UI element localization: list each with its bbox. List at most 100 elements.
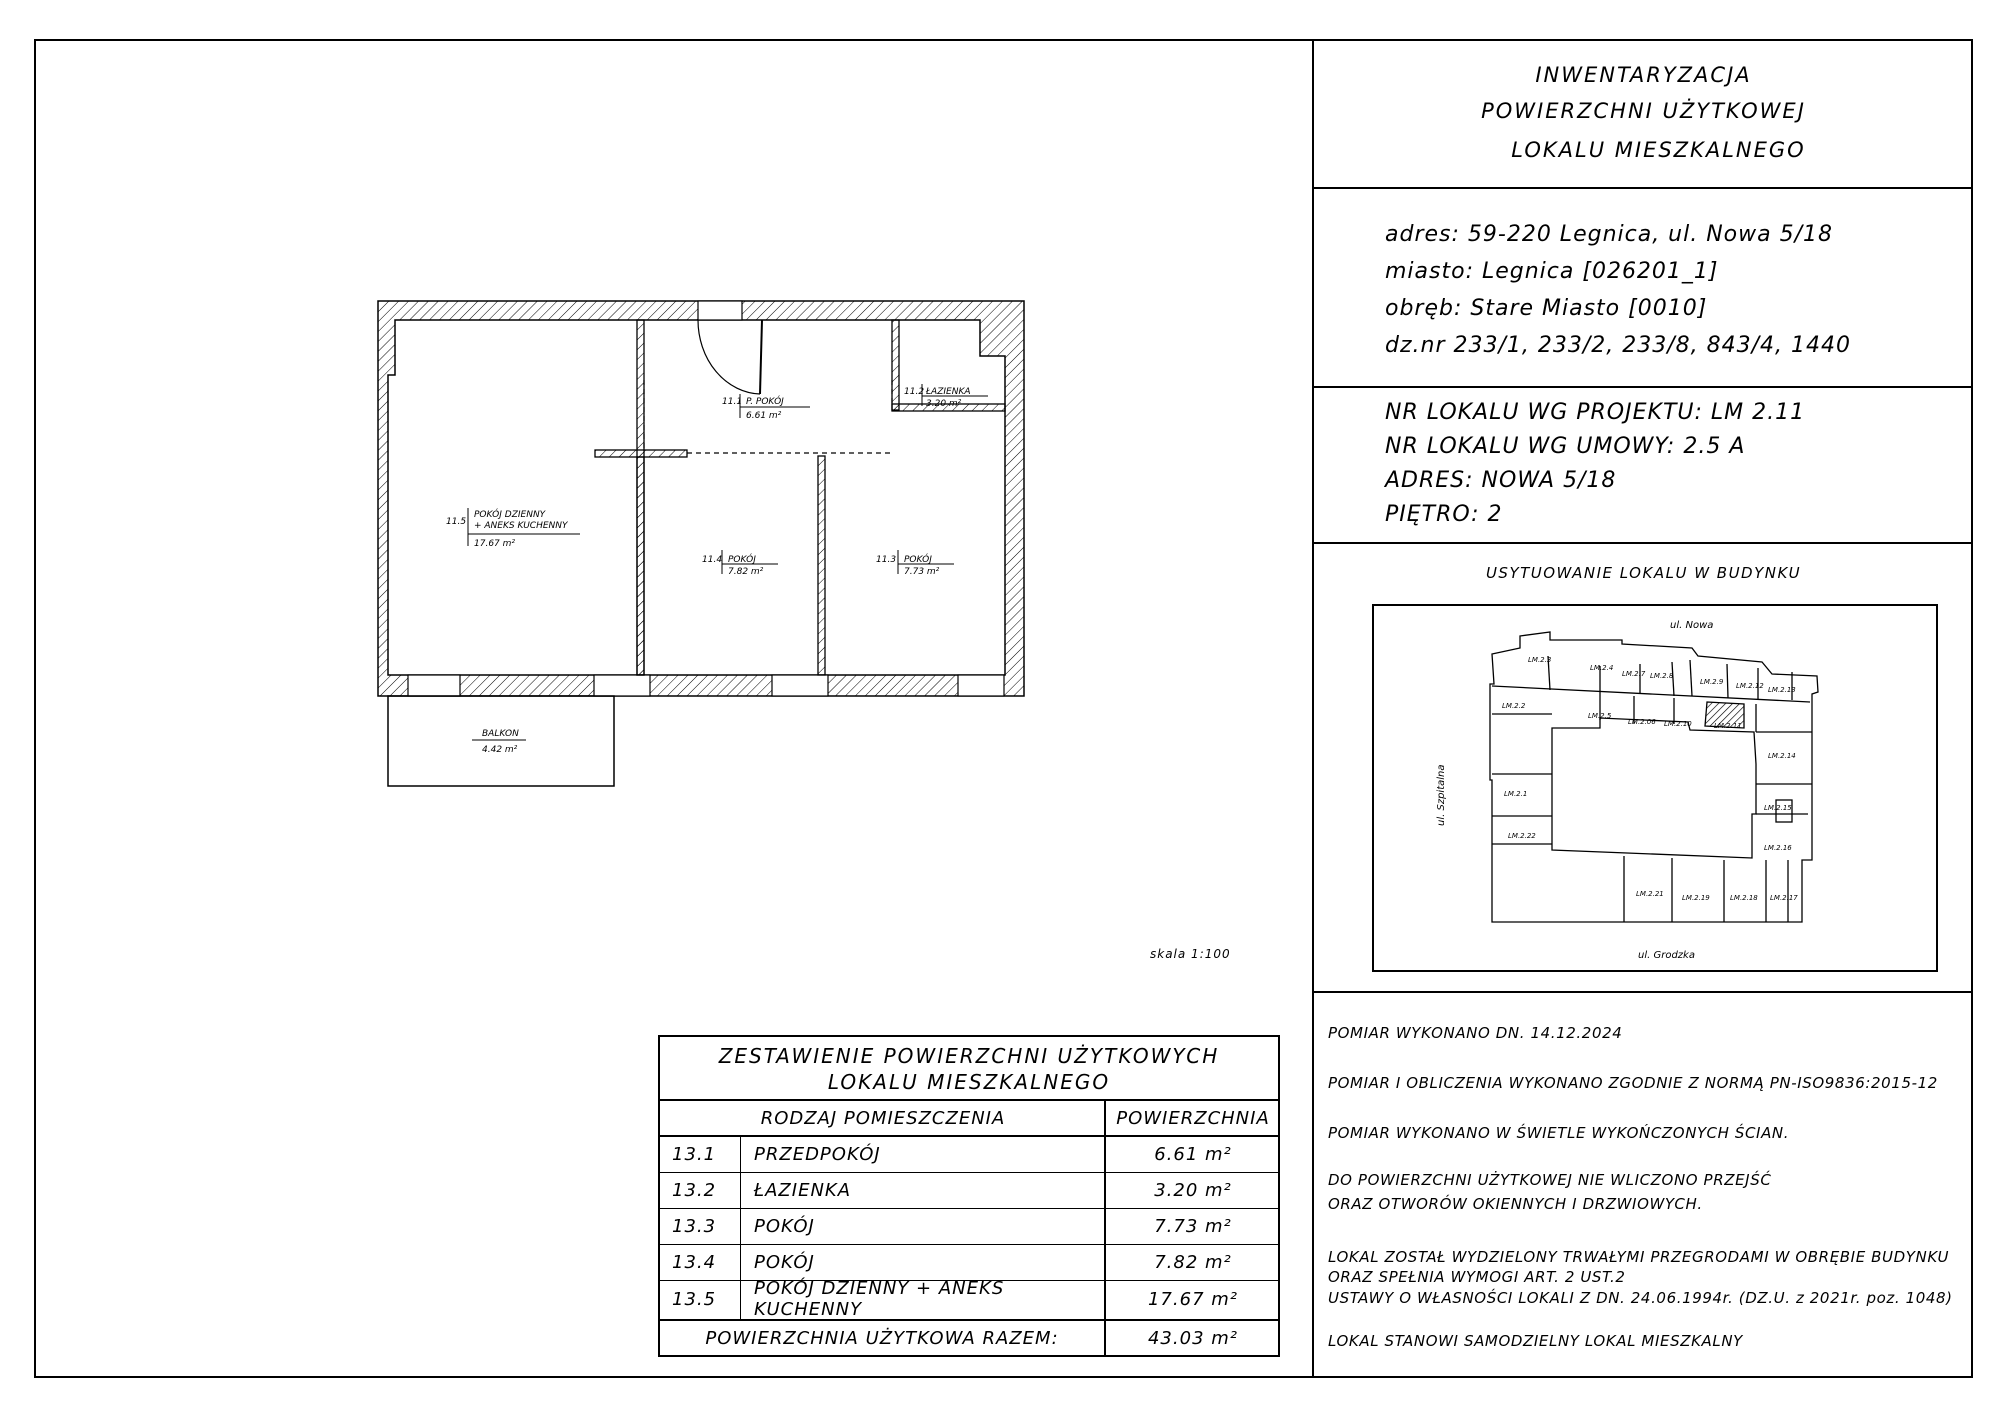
address-line: adres: 59-220 Legnica, ul. Nowa 5/18 [1385, 222, 1834, 247]
column-rule [740, 1137, 741, 1319]
unit-label: LM.2.16 [1764, 844, 1792, 852]
door-swing [697, 319, 761, 395]
title-line-2: POWIERZCHNI UŻYTKOWEJ [1481, 99, 1806, 123]
unit-label: LM.2.18 [1730, 894, 1758, 902]
row-number: 13.3 [672, 1216, 717, 1237]
title-line-1: INWENTARYZACJA [1535, 63, 1752, 87]
balcony-label: BALKON 4.42 m² [472, 729, 526, 755]
unit-label: LM.2.10 [1664, 720, 1692, 728]
row-number: 13.1 [672, 1144, 717, 1165]
svg-text:11.2: 11.2 [904, 387, 924, 397]
header-room-type: RODZAJ POMIESZCZENIA [760, 1107, 1006, 1129]
svg-text:ŁAZIENKA: ŁAZIENKA [925, 387, 971, 397]
unit-label: LM.2.7 [1622, 670, 1646, 678]
summary-total: POWIERZCHNIA UŻYTKOWA RAZEM: 43.03 m² [660, 1319, 1278, 1355]
unit-label: LM.2.8 [1650, 672, 1674, 680]
table-row: 13.1 PRZEDPOKÓJ 6.61 m² [660, 1137, 1278, 1173]
unit-label: LM.2.12 [1736, 682, 1764, 690]
svg-text:7.82 m²: 7.82 m² [728, 567, 764, 577]
note-legal-1: LOKAL ZOSTAŁ WYDZIELONY TRWAŁYMI PRZEGRO… [1328, 1248, 1950, 1266]
header-area: POWIERZCHNIA [1116, 1107, 1270, 1129]
row-number: 13.2 [672, 1180, 717, 1201]
unit-label: LM.2.5 [1588, 712, 1612, 720]
note-standard: POMIAR I OBLICZENIA WYKONANO ZGODNIE Z N… [1328, 1074, 1938, 1092]
unit-labels: LM.2.3 LM.2.4 LM.2.7 LM.2.8 LM.2.9 LM.2.… [1502, 656, 1798, 902]
site-plan: ul. Nowa ul. Grodzka ul. Szpitalna LM.2.… [1372, 604, 1938, 972]
note-walls: POMIAR WYKONANO W ŚWIETLE WYKOŃCZONYCH Ś… [1328, 1124, 1790, 1142]
district-line: obręb: Stare Miasto [0010] [1385, 296, 1708, 321]
row-name: ŁAZIENKA [754, 1180, 852, 1201]
row-name: POKÓJ DZIENNY + ANEKS KUCHENNY [754, 1278, 1005, 1320]
table-row: 13.4 POKÓJ 7.82 m² [660, 1245, 1278, 1281]
svg-text:BALKON: BALKON [482, 729, 519, 739]
note-legal-2: ORAZ SPEŁNIA WYMOGI ART. 2 UST.2 [1328, 1268, 1626, 1286]
door-leaf [759, 319, 763, 395]
note-independent: LOKAL STANOWI SAMODZIELNY LOKAL MIESZKAL… [1328, 1332, 1743, 1350]
divider [1312, 542, 1973, 544]
row-name: PRZEDPOKÓJ [754, 1144, 881, 1165]
svg-text:11.4: 11.4 [702, 555, 722, 565]
summary-title-line-2: LOKALU MIESZKALNEGO [827, 1070, 1111, 1094]
note-date: POMIAR WYKONANO DN. 14.12.2024 [1328, 1024, 1623, 1042]
scale-label: skala 1:100 [1150, 947, 1231, 961]
street-label-top: ul. Nowa [1670, 620, 1713, 631]
table-row: 13.5 POKÓJ DZIENNY + ANEKS KUCHENNY 17.6… [660, 1278, 1278, 1320]
svg-text:+ ANEKS KUCHENNY: + ANEKS KUCHENNY [474, 521, 569, 531]
svg-text:4.42 m²: 4.42 m² [482, 745, 518, 755]
row-name: POKÓJ [754, 1216, 815, 1237]
unit-label: LM.2.14 [1768, 752, 1796, 760]
row-name: POKÓJ [754, 1252, 815, 1273]
summary-title: ZESTAWIENIE POWIERZCHNI UŻYTKOWYCH LOKAL… [660, 1037, 1278, 1101]
row-area: 7.82 m² [1154, 1252, 1232, 1273]
street-label-left: ul. Szpitalna [1436, 765, 1447, 827]
room-label-11-4: 11.4 POKÓJ 7.82 m² [702, 550, 778, 577]
unit-label: LM.2.4 [1590, 664, 1613, 672]
unit-label: LM.2.15 [1764, 804, 1792, 812]
svg-text:11.1: 11.1 [722, 397, 742, 407]
row-area: 3.20 m² [1154, 1180, 1232, 1201]
room-label-11-3: 11.3 POKÓJ 7.73 m² [876, 550, 954, 577]
unit-label: LM.2.2 [1502, 702, 1526, 710]
svg-text:POKÓJ DZIENNY: POKÓJ DZIENNY [474, 508, 547, 520]
svg-text:11.5: 11.5 [446, 517, 466, 527]
street-label-bottom: ul. Grodzka [1638, 950, 1695, 961]
unit-label: LM.2.11 [1714, 722, 1742, 730]
target-unit-hatch [1704, 701, 1745, 729]
balcony-outline [387, 695, 615, 787]
room-label-11-1: 11.1 P. POKÓJ 6.61 m² [722, 394, 810, 421]
room-label-11-5: 11.5 POKÓJ DZIENNY + ANEKS KUCHENNY 17.6… [446, 508, 580, 549]
unit-label: LM.2.06 [1628, 718, 1656, 726]
svg-text:P. POKÓJ: P. POKÓJ [746, 395, 784, 407]
unit-label: LM.2.3 [1528, 656, 1551, 664]
parcel-line: dz.nr 233/1, 233/2, 233/8, 843/4, 1440 [1385, 333, 1852, 358]
city-line: miasto: Legnica [026201_1] [1385, 259, 1719, 284]
room-label-11-2: 11.2 ŁAZIENKA 3.20 m² [904, 384, 988, 409]
table-row: 13.3 POKÓJ 7.73 m² [660, 1209, 1278, 1245]
note-legal-3: USTAWY O WŁASNOŚCI LOKALI Z DN. 24.06.19… [1328, 1289, 1953, 1307]
svg-text:11.3: 11.3 [876, 555, 896, 565]
row-number: 13.4 [672, 1252, 717, 1273]
note-exclusions-1: DO POWIERZCHNI UŻYTKOWEJ NIE WLICZONO PR… [1328, 1171, 1772, 1189]
unit-label: LM.2.9 [1700, 678, 1724, 686]
svg-text:3.20 m²: 3.20 m² [926, 399, 962, 409]
row-area: 6.61 m² [1154, 1144, 1232, 1165]
svg-text:6.61 m²: 6.61 m² [746, 411, 782, 421]
note-exclusions-2: ORAZ OTWORÓW OKIENNYCH I DRZWIOWYCH. [1328, 1195, 1703, 1213]
summary-header: RODZAJ POMIESZCZENIA POWIERZCHNIA [660, 1101, 1278, 1137]
divider [1312, 187, 1973, 189]
divider [1312, 991, 1973, 993]
svg-text:POKÓJ: POKÓJ [728, 553, 756, 565]
unit-label: LM.2.13 [1768, 686, 1796, 694]
project-number: NR LOKALU WG PROJEKTU: LM 2.11 [1385, 400, 1806, 425]
floor-number: PIĘTRO: 2 [1385, 502, 1503, 527]
title-block-divider [1312, 39, 1314, 1378]
divider [1312, 386, 1973, 388]
total-label: POWIERZCHNIA UŻYTKOWA RAZEM: [705, 1327, 1059, 1349]
unit-label: LM.2.21 [1636, 890, 1664, 898]
contract-number: NR LOKALU WG UMOWY: 2.5 A [1385, 434, 1746, 459]
row-number: 13.5 [672, 1288, 717, 1310]
total-value: 43.03 m² [1147, 1327, 1238, 1349]
title-line-3: LOKALU MIESZKALNEGO [1511, 138, 1806, 162]
exterior-walls [377, 300, 1025, 697]
summary-title-line-1: ZESTAWIENIE POWIERZCHNI UŻYTKOWYCH [718, 1044, 1220, 1068]
